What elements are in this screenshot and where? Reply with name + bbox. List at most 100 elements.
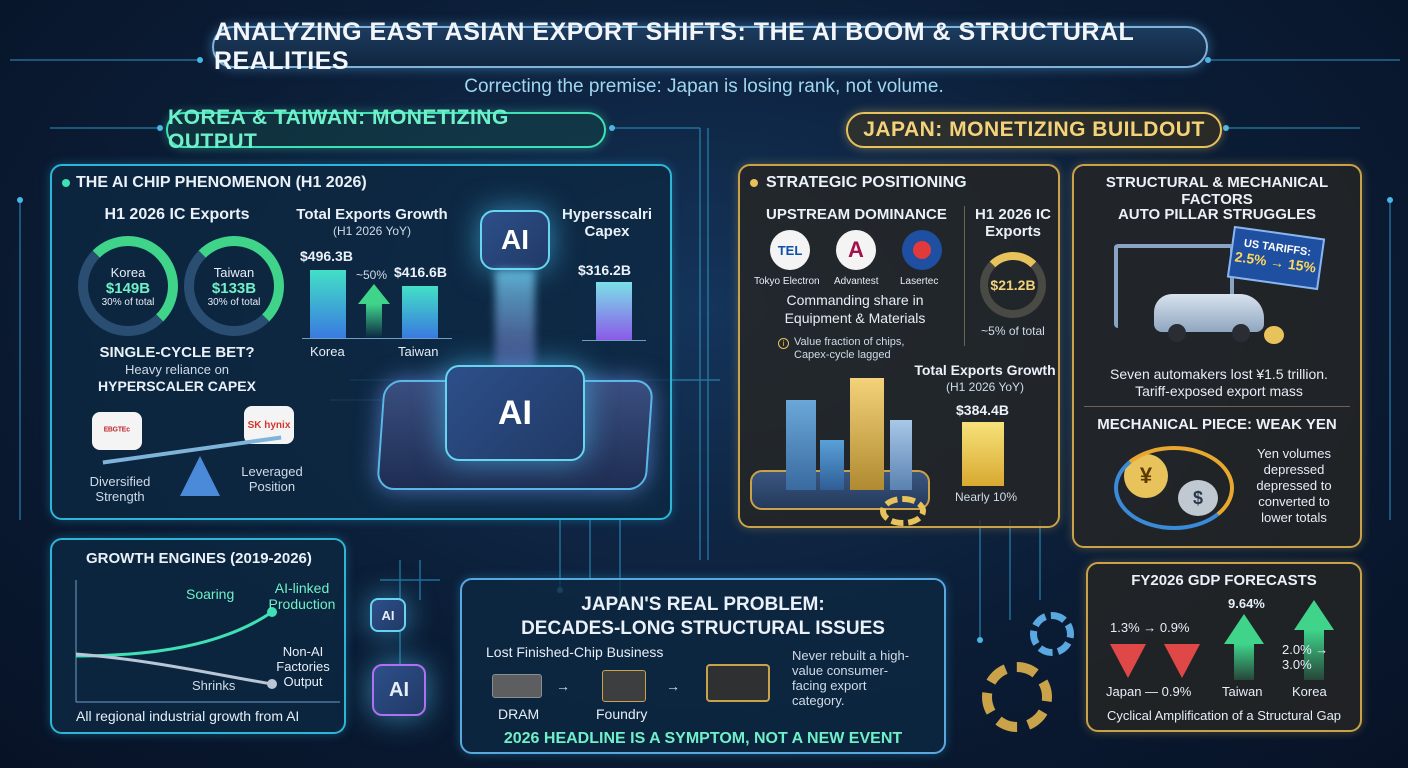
ai-linked-label: AI-linked Production: [268, 580, 336, 612]
structural-title: STRUCTURAL & MECHANICAL FACTORS: [1105, 174, 1329, 208]
japan-ic-value: $21.2B: [990, 277, 1036, 293]
left-section-header: KOREA & TAIWAN: MONETIZING OUTPUT: [166, 106, 606, 153]
japan-problem-title-line1: JAPAN'S REAL PROBLEM:: [581, 594, 825, 615]
japan-down-arrow-2: [1164, 644, 1200, 678]
korea-growth-bar: [310, 270, 346, 338]
korea-ring-name: Korea: [110, 264, 146, 280]
left-company-logo-text: ᴱᴮᴳᵀᴱᶜ: [103, 425, 130, 437]
growth-subtitle: (H1 2026 YoY): [332, 224, 412, 238]
upstream-title: UPSTREAM DOMINANCE: [766, 206, 947, 223]
data-stream: [495, 270, 535, 370]
shrinks-label: Shrinks: [192, 678, 236, 693]
small-ai-chip-label: AI: [381, 607, 395, 623]
building-2: [820, 440, 844, 490]
coin-stack-icon: [1264, 326, 1284, 344]
diversified-label: Diversified Strength: [89, 474, 151, 504]
taiwan-label: Taiwan: [1222, 684, 1263, 699]
company3-label: Lasertec: [900, 276, 939, 287]
factory-frame: [1114, 244, 1234, 328]
small-ai-chip: AI: [370, 598, 406, 632]
structural-panel: STRUCTURAL & MECHANICAL FACTORS AUTO PIL…: [1072, 164, 1362, 548]
japan-growth-value: $384.4B: [956, 402, 1009, 418]
strategic-positioning-panel: STRATEGIC POSITIONING UPSTREAM DOMINANCE…: [738, 164, 1060, 528]
balance-scale-base: [180, 456, 220, 496]
leveraged-label: Leveraged Position: [241, 464, 303, 494]
auto-title: AUTO PILLAR STRUGGLES: [1117, 206, 1317, 223]
lasertec-logo: [902, 230, 942, 270]
main-ai-chip: AI: [445, 365, 585, 461]
taiwan-up-arrow: [1224, 614, 1264, 644]
growth-percent: ~50%: [356, 268, 388, 282]
korea-growth-value: $496.3B: [300, 248, 353, 264]
automakers-text: Seven automakers lost ¥1.5 trillion. Tar…: [1110, 366, 1328, 399]
tokyo-electron-logo-text: TEL: [777, 242, 803, 258]
note-text: Value fraction of chips, Capex-cycle lag…: [794, 336, 905, 361]
equipment-label: Equipment & Materials: [784, 310, 926, 326]
japan-problem-panel: JAPAN'S REAL PROBLEM: DECADES-LONG STRUC…: [460, 578, 946, 754]
gear-icon-small: [1030, 612, 1074, 656]
korea-up-arrow: [1294, 600, 1334, 630]
japan-label: Japan — 0.9%: [1106, 684, 1192, 699]
arrow-icon-1: →: [556, 678, 570, 694]
teal-dot-icon: [62, 179, 70, 187]
japan-growth-title: Total Exports Growth: [914, 362, 1056, 378]
tokyo-electron-logo: TEL: [770, 230, 810, 270]
japan-ic-title: H1 2026 IC Exports: [975, 206, 1051, 240]
building-3: [850, 378, 884, 490]
soaring-label: Soaring: [186, 586, 235, 602]
building-1: [786, 400, 816, 490]
japan-change: 1.3% → 0.9%: [1110, 620, 1190, 635]
korea-ring-value: $149B: [105, 279, 151, 297]
arrow-icon-2: →: [666, 678, 680, 694]
finished-chip-icon: [706, 664, 770, 702]
taiwan-growth-label: Taiwan: [398, 344, 439, 359]
japan-growth-bar: [962, 422, 1004, 486]
growth-engines-panel: GROWTH ENGINES (2019-2026) Soaring AI-li…: [50, 538, 346, 734]
growth-arrow-icon: [358, 284, 390, 304]
korea-ring-share: 30% of total: [101, 296, 155, 308]
taiwan-growth-bar: [402, 286, 438, 338]
korea-growth-label: Korea: [310, 344, 345, 359]
korea-up-stem: [1304, 630, 1324, 680]
japan-ic-ring: $21.2B: [980, 252, 1046, 318]
info-icon: i: [778, 338, 789, 349]
ai-chip-panel-title: THE AI CHIP PHENOMENON (H1 2026): [76, 174, 367, 191]
never-rebuilt-text: Never rebuilt a high-value consumer-faci…: [792, 648, 910, 708]
single-cycle-bold: HYPERSCALER CAPEX: [98, 378, 256, 394]
car-wheel-front: [1168, 324, 1186, 342]
advantest-logo-text: A: [848, 237, 864, 262]
gear-icon: [880, 496, 926, 526]
building-4: [890, 420, 912, 490]
ic-exports-title: H1 2026 IC Exports: [104, 206, 250, 223]
growth-title: Total Exports Growth: [296, 206, 448, 223]
dram-label: DRAM: [498, 706, 540, 722]
capex-bar: [596, 282, 632, 340]
main-ai-chip-label: AI: [498, 393, 532, 432]
dram-chip-icon: [492, 674, 542, 698]
headline-symptom: 2026 HEADLINE IS A SYMPTOM, NOT A NEW EV…: [503, 730, 903, 747]
tariff-sign: US TARIFFS: 2.5% → 15%: [1226, 225, 1326, 291]
japan-growth-sub: (H1 2026 YoY): [945, 380, 1025, 394]
gdp-caption: Cyclical Amplification of a Structural G…: [1106, 708, 1342, 723]
yen-title: MECHANICAL PIECE: WEAK YEN: [1097, 416, 1337, 433]
commanding-label: Commanding share in: [786, 292, 924, 308]
growth-engines-caption: All regional industrial growth from AI: [76, 708, 300, 724]
foundry-label: Foundry: [596, 706, 648, 722]
capex-baseline: [582, 340, 646, 341]
yen-text: Yen volumes depressed depressed to conve…: [1256, 446, 1332, 525]
gdp-title: FY2026 GDP FORECASTS: [1131, 572, 1317, 589]
capex-title: Hypersscalri Capex: [562, 206, 653, 240]
structural-divider: [1084, 406, 1350, 407]
lost-business-label: Lost Finished-Chip Business: [486, 644, 664, 660]
growth-arrow-stem: [366, 304, 382, 338]
japan-problem-title-line2: DECADES-LONG STRUCTURAL ISSUES: [521, 618, 885, 639]
company2-label: Advantest: [834, 276, 879, 287]
foundry-chip-icon: [602, 670, 646, 702]
single-cycle-title: SINGLE-CYCLE BET?: [99, 344, 255, 361]
growth-baseline: [302, 338, 452, 339]
non-ai-label: Non-AI Factories Output: [276, 644, 330, 689]
gdp-panel: FY2026 GDP FORECASTS 1.3% → 0.9% 9.64% 2…: [1086, 562, 1362, 732]
strategic-title: STRATEGIC POSITIONING: [766, 174, 967, 191]
right-section-header: JAPAN: MONETIZING BUILDOUT: [846, 112, 1222, 148]
growth-engines-chart: [75, 580, 340, 703]
